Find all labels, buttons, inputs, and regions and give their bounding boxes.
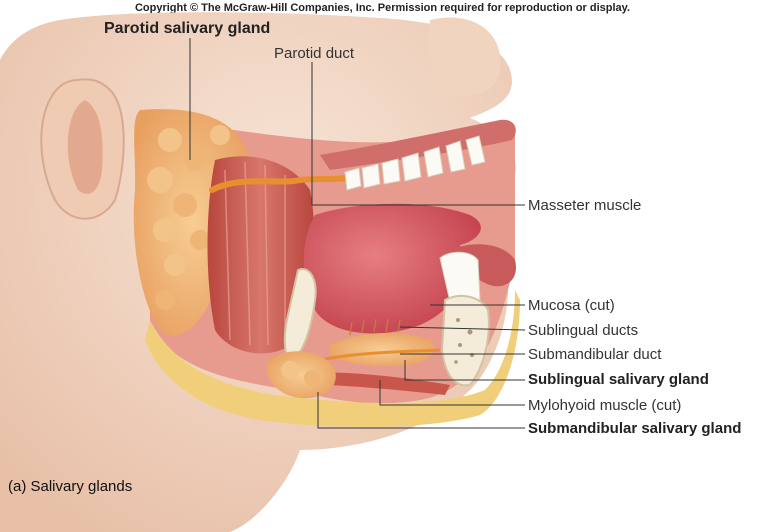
nose [428, 17, 501, 96]
ramus-bone [283, 268, 317, 364]
bone-pores [454, 318, 474, 364]
jaw-fat-layer [145, 290, 520, 427]
upper-lip [320, 119, 516, 170]
label-parotid-duct: Parotid duct [274, 45, 355, 62]
label-mucosa: Mucosa (cut) [528, 297, 615, 314]
label-masseter: Masseter muscle [528, 197, 642, 214]
leader-lines [189, 38, 526, 429]
tongue-shape [303, 203, 481, 334]
upper-teeth [344, 135, 486, 191]
submandibular-gland-shape [266, 351, 336, 399]
sublingual-duct-lines [349, 318, 401, 336]
label-submandibular-gland: Submandibular salivary gland [528, 420, 742, 437]
label-sublingual-ducts: Sublingual ducts [528, 322, 639, 339]
mandible-section [440, 294, 490, 387]
parotid-duct-shape [209, 175, 348, 193]
label-mylohyoid: Mylohyoid muscle (cut) [528, 397, 682, 414]
figure-caption: (a) Salivary glands [8, 478, 133, 495]
label-submandibular-duct: Submandibular duct [528, 346, 662, 363]
label-sublingual-gland: Sublingual salivary gland [528, 371, 709, 388]
copyright-notice: Copyright © The McGraw-Hill Companies, I… [134, 2, 631, 14]
sublingual-gland-shape [330, 333, 434, 367]
ear-inner [67, 100, 103, 194]
submandibular-duct-shape [319, 348, 441, 362]
masseter-shape [207, 156, 314, 354]
lower-tooth [439, 251, 481, 303]
masseter-fibers [224, 161, 286, 346]
label-parotid-gland: Parotid salivary gland [104, 20, 271, 37]
